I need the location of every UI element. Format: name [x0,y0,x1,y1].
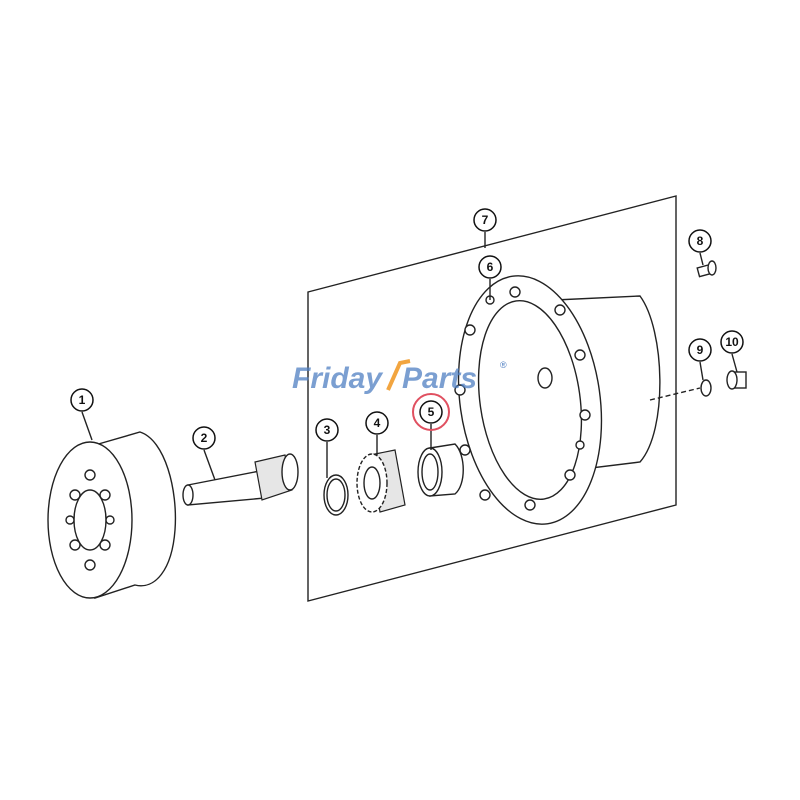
part-3-inner [326,478,346,512]
highlight-ring [412,393,450,431]
callout-3: 3 [315,418,339,442]
callout-2: 2 [192,426,216,450]
watermark-registered-mark: ® [500,360,507,370]
svg-text:7: 7 [482,213,489,227]
svg-text:5: 5 [428,405,435,419]
callout-10: 10 [720,330,744,354]
watermark-logo: Friday Parts ® [292,359,507,395]
callout-6: 6 [478,255,502,279]
svg-text:4: 4 [374,416,381,430]
svg-text:10: 10 [725,335,739,349]
part-2-shaft [182,453,299,506]
svg-text:1: 1 [79,393,86,407]
part-10-plug [726,370,747,390]
svg-text:8: 8 [697,234,704,248]
svg-text:2: 2 [201,431,208,445]
callout-5: 5 [412,393,450,431]
callout-8: 8 [688,229,712,253]
watermark-check-icon [386,359,411,391]
callout-7: 7 [473,208,497,232]
part-8-bolt [696,260,717,278]
svg-text:3: 3 [324,423,331,437]
part-9-o-ring [700,379,712,397]
callout-9: 9 [688,338,712,362]
part-6-housing [454,275,701,525]
callout-1: 1 [70,388,94,412]
part-5-bushing [417,443,464,497]
part-3-snap-ring [323,474,349,516]
callout-4: 4 [365,411,389,435]
assembly-frame [307,195,677,602]
svg-text:Friday: Friday [292,362,383,395]
leader-lines [81,232,738,481]
svg-text:Parts: Parts [402,362,477,395]
svg-text:9: 9 [697,343,704,357]
svg-text:6: 6 [487,260,494,274]
part-1-motor [47,431,177,599]
part-4-gear [356,449,406,513]
